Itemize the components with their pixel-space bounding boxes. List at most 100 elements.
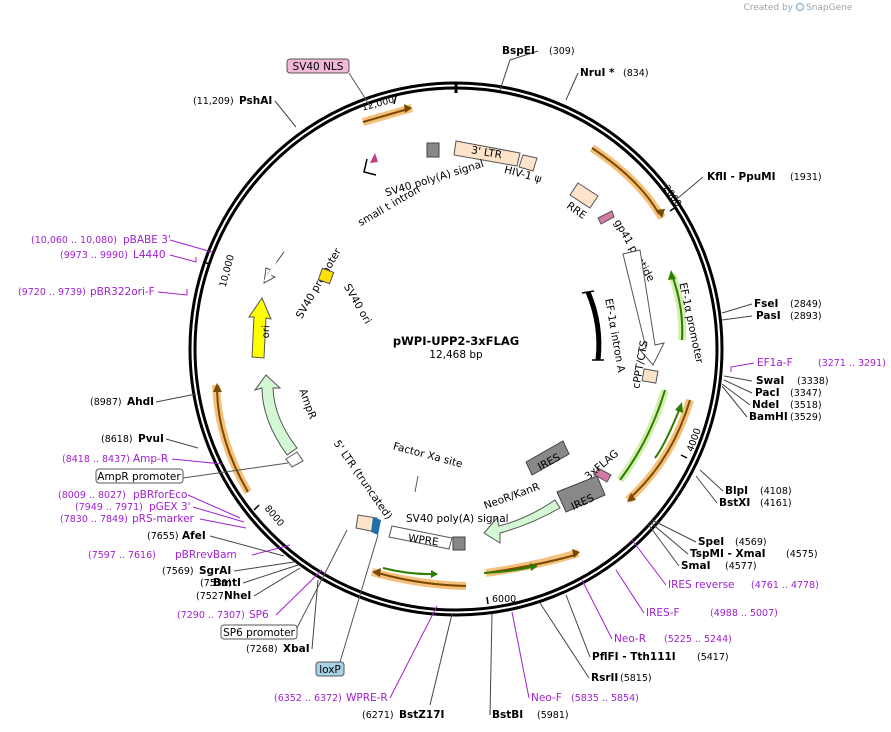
feature-neor[interactable]: NeoR/KanR (482, 481, 561, 544)
site-pos-bstbi: (5981) (537, 710, 569, 721)
sv40-polya-box[interactable] (426, 142, 440, 158)
site-pshai[interactable]: PshAI (239, 95, 272, 107)
site-blpi[interactable]: BlpI (725, 485, 748, 497)
primer-pbrforeco[interactable]: pBRforEco (133, 489, 187, 501)
leader-line (192, 506, 245, 523)
feature-ef1a-promoter[interactable]: EF-1α promoter (622, 249, 705, 366)
primer-neo-r[interactable]: Neo-R (614, 633, 646, 645)
site-fsei[interactable]: FseI (754, 298, 778, 310)
site-rsrii[interactable]: RsrII (591, 672, 618, 684)
primer-ires-f[interactable]: IRES-F (646, 607, 680, 619)
snapgene-logo-icon (795, 2, 805, 12)
site-spei[interactable]: SpeI (698, 536, 724, 548)
site-tspmi-xmai[interactable]: TspMI - XmaI (690, 548, 766, 560)
site-bstz17i[interactable]: BstZ17I (399, 709, 444, 721)
primer-pbr322ori-f[interactable]: pBR322ori-F (90, 286, 155, 298)
site-bamhi[interactable]: BamHI (749, 411, 788, 423)
primer-ires-reverse[interactable]: IRES reverse (668, 579, 735, 591)
ef1a-intron-label: EF-1α intron A (602, 298, 627, 375)
ampr-promoter-box[interactable] (285, 451, 304, 468)
feature-ampr[interactable]: AmpR (253, 374, 318, 456)
ltr3-label: 3' LTR (470, 144, 503, 161)
site-ndei[interactable]: NdeI (752, 399, 779, 411)
leader-line (651, 519, 697, 543)
site-sgrai[interactable]: SgrAI (199, 565, 231, 577)
leader-line (565, 72, 579, 101)
cppt-box[interactable] (641, 368, 659, 384)
small-t-intron-mark (370, 153, 378, 163)
loxp-tag[interactable]: loxP (315, 534, 379, 677)
primer-wpre-r[interactable]: WPRE-R (346, 692, 388, 704)
sp6-promoter-tag[interactable]: SP6 promoter (220, 529, 348, 640)
site-xbai[interactable]: XbaI (283, 643, 310, 655)
site-nrui[interactable]: NruI * (580, 67, 615, 79)
loxp-box[interactable] (371, 517, 381, 535)
factor-xa-leader (414, 475, 419, 493)
site-paci[interactable]: PacI (755, 387, 780, 399)
site-pos-pflfi-tth111i: (5417) (697, 652, 729, 663)
primer-ef1a-f[interactable]: EF1a-F (757, 357, 793, 369)
site-pflfi-tth111i[interactable]: PflFI - Tth111I (592, 651, 676, 663)
feature-3ltr[interactable]: 3' LTR (453, 140, 538, 172)
ef1a-intron-bar[interactable] (585, 291, 602, 361)
feature-sv40-promoter[interactable]: SV40 promoter (263, 246, 344, 321)
feature-ires-arrow[interactable]: IRES (556, 475, 606, 513)
site-pos-spei: (4569) (735, 537, 767, 548)
site-pvui[interactable]: PvuI (138, 433, 164, 445)
ampr-promoter-tag[interactable]: AmpR promoter (95, 462, 289, 484)
leader-line (677, 176, 704, 199)
feature-sv40-nls[interactable]: SV40 NLS (286, 58, 371, 107)
primer-pos-pgex-3: (7949 .. 7971) (75, 502, 143, 513)
site-pos-bmti: (7531) (200, 578, 232, 589)
feature-wpre[interactable]: WPRE (388, 525, 453, 550)
primer-pos-l4440: (9973 .. 9990) (60, 250, 128, 261)
feature-ori[interactable]: ori (248, 296, 272, 359)
primer-sp6[interactable]: SP6 (249, 609, 269, 621)
leader-line (511, 611, 530, 699)
site-afei[interactable]: AfeI (182, 530, 206, 542)
site-pos-nhei: (7527) (196, 591, 228, 602)
wpre-polya-box[interactable] (452, 536, 466, 551)
primer-neo-f[interactable]: Neo-F (531, 692, 562, 704)
site-bstbi[interactable]: BstBI (492, 709, 523, 721)
site-bmti[interactable]: BmtI (213, 577, 241, 589)
flag-box[interactable] (594, 467, 612, 483)
site-smai[interactable]: SmaI (681, 560, 711, 572)
leader-line (723, 379, 753, 394)
primer-l4440[interactable]: L4440 (133, 249, 166, 261)
leader-line (565, 594, 591, 658)
primer-amp-r[interactable]: Amp-R (133, 453, 168, 465)
leader-line (721, 385, 748, 418)
primer-pos-prs-marker: (7830 .. 7849) (60, 514, 128, 525)
sv40-ori-box[interactable] (317, 267, 335, 285)
site-pos-swai: (3338) (797, 376, 829, 387)
primer-pos-pbrrevbam: (7597 .. 7616) (88, 550, 156, 561)
tick-label-10000: 10,000 (218, 254, 237, 289)
site-swai[interactable]: SwaI (756, 375, 784, 387)
leader-line (157, 289, 188, 296)
gp41-box[interactable] (597, 210, 615, 225)
site-bstxi[interactable]: BstXI (719, 497, 750, 509)
primer-pgex-3[interactable]: pGEX 3' (149, 501, 191, 513)
sv40-polya-bottom-label: SV40 poly(A) signal (406, 513, 509, 525)
site-kfli-ppumi[interactable]: KflI - PpuMI (707, 171, 776, 183)
primer-prs-marker[interactable]: pRS-marker (132, 513, 195, 525)
leader-line (274, 100, 297, 128)
primer-pbabe-3[interactable]: pBABE 3' (123, 234, 171, 246)
feature-ires-inner[interactable]: IRES (525, 440, 570, 476)
primer-pbrrevbam[interactable]: pBRrevBam (175, 549, 237, 561)
site-pasi[interactable]: PasI (756, 310, 781, 322)
leader-line (721, 383, 751, 406)
leader-line (242, 564, 299, 584)
snapgene-credit: Created by SnapGene (743, 2, 853, 13)
site-ahdi[interactable]: AhdI (127, 396, 154, 408)
sv40-promoter-label: SV40 promoter (294, 246, 344, 321)
leader-line (721, 315, 753, 321)
site-bspei[interactable]: BspEI (502, 45, 535, 57)
primer-pos-ires-f: (4988 .. 5007) (710, 608, 778, 619)
site-pos-tspmi-xmai: (4575) (786, 549, 818, 560)
leader-line (615, 569, 645, 614)
plasmid-name: pWPI-UPP2-3xFLAG (393, 334, 519, 348)
site-nhei[interactable]: NheI (224, 590, 251, 602)
feature-rre[interactable]: RRE (564, 182, 599, 222)
